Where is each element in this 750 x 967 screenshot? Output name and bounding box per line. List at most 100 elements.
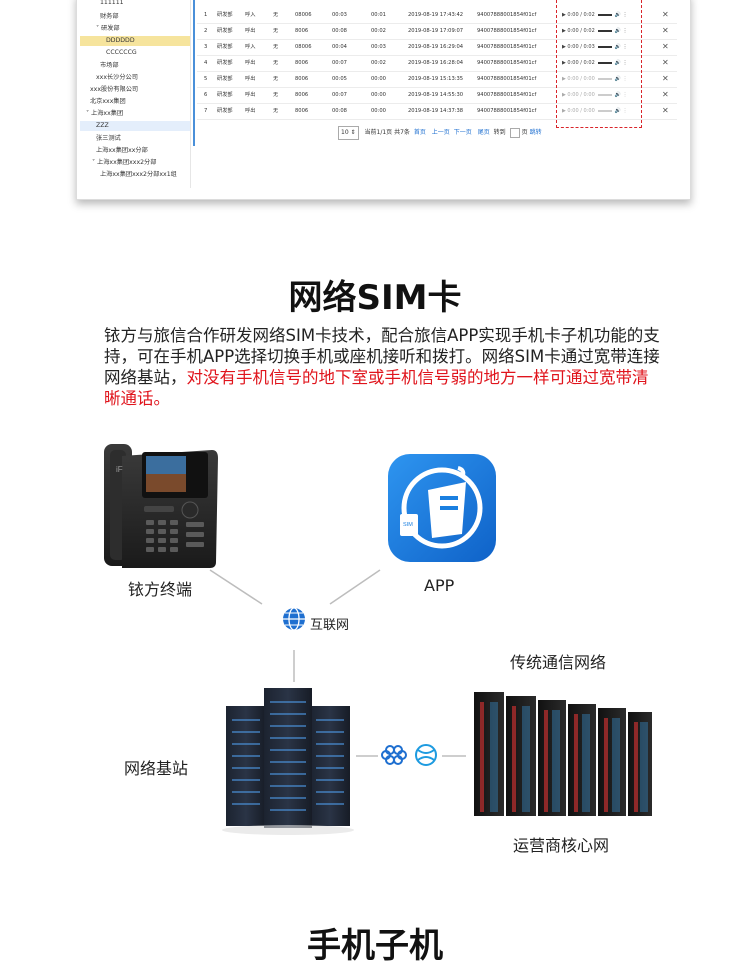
next-page-link[interactable]: 下一页 — [453, 129, 472, 136]
page-summary: 当前1/1页 共7条 — [364, 129, 410, 136]
volume-icon[interactable]: 🔊 ⋮ — [614, 76, 628, 82]
delete-icon[interactable]: ✕ — [662, 26, 669, 35]
audio-player[interactable]: ▶ 0:00 / 0:00🔊 ⋮ — [562, 106, 638, 116]
cell-type: 呼入 — [245, 44, 256, 50]
cell-talk: 00:00 — [371, 108, 386, 114]
description-highlight: 对没有手机信号的地下室或手机信号弱的地方一样可通过宽带清晰通话。 — [104, 368, 649, 408]
app-icon — [388, 454, 496, 562]
volume-icon[interactable]: 🔊 ⋮ — [614, 60, 628, 66]
cell-no: 7 — [204, 108, 208, 114]
cell-dur: 00:07 — [332, 92, 347, 98]
prev-page-link[interactable]: 上一页 — [431, 129, 450, 136]
delete-icon[interactable]: ✕ — [662, 10, 669, 19]
core-network-label: 运营商核心网 — [513, 836, 610, 855]
delete-icon[interactable]: ✕ — [662, 58, 669, 67]
cell-dur: 00:08 — [332, 108, 347, 114]
delete-icon[interactable]: ✕ — [662, 90, 669, 99]
tree-node[interactable]: ZZZ — [80, 121, 190, 131]
volume-icon[interactable]: 🔊 ⋮ — [614, 12, 628, 18]
audio-player-time: ▶ 0:00 / 0:03 — [562, 44, 595, 50]
first-page-link[interactable]: 首页 — [413, 129, 426, 136]
audio-player[interactable]: ▶ 0:00 / 0:03 🔊 ⋮ — [562, 42, 638, 52]
delete-icon[interactable]: ✕ — [662, 42, 669, 51]
terminal-internet-line — [209, 569, 263, 605]
cell-dur: 00:08 — [332, 28, 347, 34]
pagination: 10 ⇕ 当前1/1页 共7条 首页 上一页下一页 尾页 转到 页跳转 — [338, 126, 544, 140]
tree-node[interactable]: xxx长沙分公司 — [96, 74, 138, 81]
cell-c4: 无 — [273, 108, 279, 114]
audio-progress-bar[interactable] — [597, 77, 612, 80]
delete-icon[interactable]: ✕ — [662, 74, 669, 83]
tree-node[interactable]: 111111 — [100, 0, 124, 6]
cell-time: 2019-08-19 17:43:42 — [408, 12, 464, 18]
cell-id: 94007888001854f01cf — [477, 92, 537, 98]
audio-player[interactable]: ▶ 0:00 / 0:02🔊 ⋮ — [562, 26, 638, 36]
cell-no: 4 — [204, 60, 208, 66]
last-page-link[interactable]: 尾页 — [477, 129, 490, 136]
volume-icon[interactable]: 🔊 ⋮ — [614, 92, 628, 98]
recording-column-highlight — [556, 0, 642, 128]
tree-node[interactable]: 上海xx集团xx分部 — [96, 147, 148, 154]
traditional-network-label: 传统通信网络 — [510, 653, 607, 672]
network-diagram: iF SIM — [104, 444, 652, 835]
page-size-select[interactable]: 10 ⇕ — [338, 126, 359, 140]
audio-progress-bar[interactable] — [597, 61, 612, 64]
tree-node[interactable]: 北京xxx集团 — [90, 98, 126, 105]
cell-no: 3 — [204, 44, 208, 50]
delete-icon[interactable]: ✕ — [662, 106, 669, 115]
app-internet-line — [329, 569, 381, 605]
tree-node[interactable]: 张三测试 — [96, 135, 121, 142]
goto-page-input[interactable] — [509, 127, 520, 138]
jump-button[interactable]: 跳转 — [529, 129, 542, 136]
description-text: 铱方与旅信合作研发网络SIM卡技术，配合旅信APP实现手机卡子机功能的支持，可在… — [104, 326, 660, 387]
audio-progress-bar[interactable] — [597, 45, 612, 48]
audio-progress-bar[interactable] — [597, 29, 612, 32]
volume-icon[interactable]: 🔊 ⋮ — [614, 108, 628, 114]
tree-node[interactable]: 市场部 — [100, 62, 119, 69]
page-unit-label: 页 — [521, 129, 528, 136]
cell-time: 2019-08-19 16:28:04 — [408, 60, 464, 66]
cell-talk: 00:00 — [371, 76, 386, 82]
tree-node[interactable]: xxx股份有限公司 — [90, 86, 139, 93]
volume-icon[interactable]: 🔊 ⋮ — [614, 44, 628, 50]
cell-id: 94007888001854f01cf — [477, 28, 537, 34]
audio-player[interactable]: ▶ 0:00 / 0:02🔊 ⋮ — [562, 10, 638, 20]
cell-talk: 00:02 — [371, 60, 386, 66]
tree-node[interactable]: 财务部 — [100, 13, 119, 20]
audio-player[interactable]: ▶ 0:00 / 0:00🔊 ⋮ — [562, 74, 638, 84]
cell-c4: 无 — [273, 12, 279, 18]
tree-node[interactable]: ˅ 上海xx集团 — [86, 110, 124, 117]
cell-id: 94007888001854f01cf — [477, 44, 537, 50]
mobile-logo-icon — [415, 744, 437, 766]
cell-type: 呼出 — [245, 92, 256, 98]
audio-player[interactable]: ▶ 0:00 / 0:00 🔊 ⋮ — [562, 90, 638, 100]
tree-node[interactable]: DDDDDD — [80, 36, 190, 46]
cell-dept: 研发部 — [217, 60, 233, 66]
desk-phone-icon — [104, 444, 218, 568]
audio-progress-bar[interactable] — [597, 93, 612, 96]
tree-node[interactable]: ˅ 研发部 — [96, 25, 120, 32]
tree-node[interactable]: ˅ 上海xx集团xxx2分部 — [92, 159, 157, 166]
audio-player[interactable]: ▶ 0:00 / 0:02🔊 ⋮ — [562, 58, 638, 68]
cell-ext: 08006 — [295, 44, 312, 50]
cell-dur: 00:05 — [332, 76, 347, 82]
cell-no: 6 — [204, 92, 208, 98]
cell-type: 呼出 — [245, 28, 256, 34]
audio-progress-bar[interactable] — [597, 109, 612, 112]
tree-node[interactable]: 上海xx集团xxx2分部xx1组 — [100, 171, 177, 178]
next-section-title: 手机子机 — [307, 926, 443, 966]
cell-time: 2019-08-19 16:29:04 — [408, 44, 464, 50]
globe-icon — [283, 607, 305, 631]
volume-icon[interactable]: 🔊 ⋮ — [614, 28, 628, 34]
audio-progress-bar[interactable] — [597, 13, 612, 16]
cell-dur: 00:07 — [332, 60, 347, 66]
tree-node[interactable]: CCCCCCG — [106, 49, 137, 56]
system-screenshot-card — [76, 0, 691, 200]
audio-player-time: ▶ 0:00 / 0:00 — [562, 92, 595, 98]
